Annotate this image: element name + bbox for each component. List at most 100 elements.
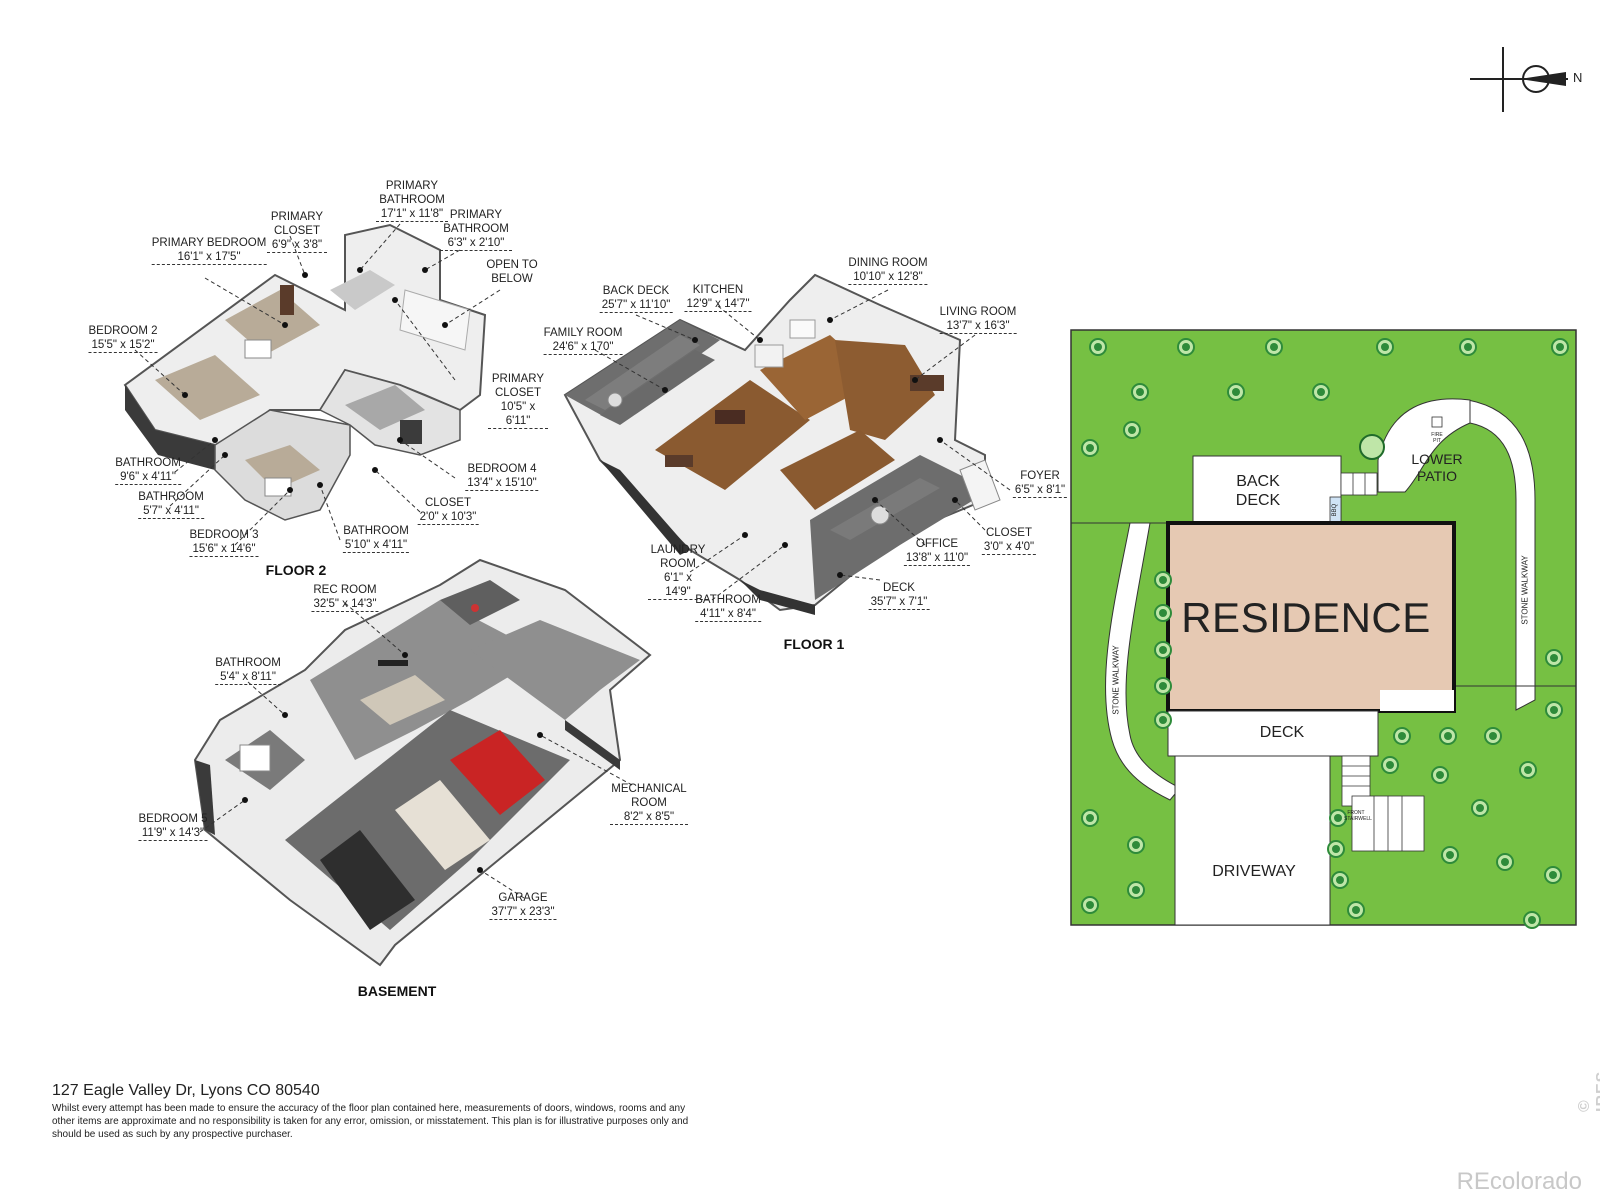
room-dimension: 5'10" x 4'11" <box>342 539 410 553</box>
room-name: BEDROOM 2 <box>88 325 158 337</box>
tree-icon-center <box>1334 814 1342 822</box>
floor1-title: FLOOR 1 <box>783 636 845 652</box>
lower-patio-label: LOWER PATIO <box>1411 451 1463 484</box>
room-dimension: 16'1" x 17'5" <box>151 250 267 265</box>
back-steps <box>1340 472 1378 496</box>
room-label-open-to-below: OPEN TO BELOW <box>481 258 543 286</box>
driveway-area <box>1174 755 1331 926</box>
tree-icon-center <box>1132 841 1140 849</box>
stone-walkway-right <box>1467 399 1536 711</box>
room-dimension: 13'4" x 15'10" <box>465 477 539 491</box>
tree-icon-center <box>1524 766 1532 774</box>
tree-icon-center <box>1386 761 1394 769</box>
tree-icon-center <box>1381 343 1389 351</box>
tree-icon-center <box>1556 343 1564 351</box>
room-name: PRIMARY BATHROOM <box>379 180 445 206</box>
deck-label: DECK <box>1259 724 1305 741</box>
tree-icon-center <box>1159 609 1167 617</box>
tree-icon-center <box>1336 876 1344 884</box>
floor1-walls <box>563 273 1001 615</box>
room-dimension: 6'9" x 3'8" <box>267 238 327 253</box>
tree-icon-center <box>1128 426 1136 434</box>
room-dimension: 6'1" x 14'9" <box>648 571 708 600</box>
tree-icon-center <box>1086 814 1094 822</box>
tree-icon-center <box>1444 732 1452 740</box>
tree-icon-center <box>1182 343 1190 351</box>
room-name: FOYER <box>1020 470 1060 482</box>
fire-pit-label: FIRE PIT <box>1431 432 1443 444</box>
room-dimension: 17'1" x 11'8" <box>376 207 448 222</box>
room-dimension: 5'4" x 8'11" <box>215 670 281 685</box>
tree-icon-center <box>1528 916 1536 924</box>
room-name: REC ROOM <box>313 584 377 596</box>
room-name: BATHROOM <box>215 657 281 669</box>
deck-area <box>1167 710 1379 757</box>
tree-icon-center <box>1159 646 1167 654</box>
floor2-walls <box>123 223 487 521</box>
residence-notch <box>1380 690 1454 711</box>
ires-watermark: © IRES <box>1576 1070 1600 1112</box>
tree-icon-center <box>1270 343 1278 351</box>
tree-icon-center <box>1159 682 1167 690</box>
room-name: LAUNDRY ROOM <box>650 544 706 570</box>
room-name: PRIMARY CLOSET <box>491 373 545 399</box>
basement-walls <box>193 558 652 967</box>
tree-icon-center <box>1398 732 1406 740</box>
room-dimension: 24'6" x 170" <box>543 340 623 355</box>
room-label-deck-f1: DECK 35'7" x 7'1" <box>868 581 930 610</box>
room-dimension: 13'8" x 11'0" <box>903 552 971 566</box>
room-name: BEDROOM 3 <box>189 529 259 541</box>
room-name: OPEN TO BELOW <box>486 259 538 285</box>
room-name: CLOSET <box>985 527 1032 539</box>
front-stairwell-icon <box>1341 755 1425 852</box>
stone-walkway-left-label: STONE WALKWAY <box>1111 645 1121 715</box>
tree-icon-center <box>1159 716 1167 724</box>
room-dimension: 35'7" x 7'1" <box>868 596 930 610</box>
tree-icon-center <box>1086 901 1094 909</box>
basement-title: BASEMENT <box>357 983 437 999</box>
tree-icon-center <box>1501 858 1509 866</box>
room-name: MECHANICAL ROOM <box>611 783 687 809</box>
tree-icon-center <box>1317 388 1325 396</box>
room-dimension: 25'7" x 11'10" <box>599 299 673 313</box>
room-name: PRIMARY CLOSET <box>270 211 324 237</box>
basement-leader-lines <box>199 602 633 899</box>
fire-pit-tree-icon <box>1359 434 1385 460</box>
floor1-markers <box>662 317 958 578</box>
room-dimension: 4'11" x 8'4" <box>695 607 761 622</box>
tree-icon-center <box>1464 343 1472 351</box>
tree-icon-center <box>1232 388 1240 396</box>
compass-icon <box>1470 47 1568 112</box>
room-dimension: 37'7" x 23'3" <box>489 906 557 920</box>
back-deck-label: BACK DECK <box>1235 473 1281 509</box>
basement-markers <box>242 652 543 873</box>
residence-label: RESIDENCE <box>1181 594 1431 641</box>
room-name: DECK <box>883 582 915 594</box>
recolorado-watermark: REcolorado <box>1456 1168 1582 1195</box>
tree-icon-center <box>1136 388 1144 396</box>
room-name: CLOSET <box>424 497 471 509</box>
tree-icon-center <box>1549 871 1557 879</box>
room-dimension: 6'3" x 2'10" <box>440 236 512 251</box>
